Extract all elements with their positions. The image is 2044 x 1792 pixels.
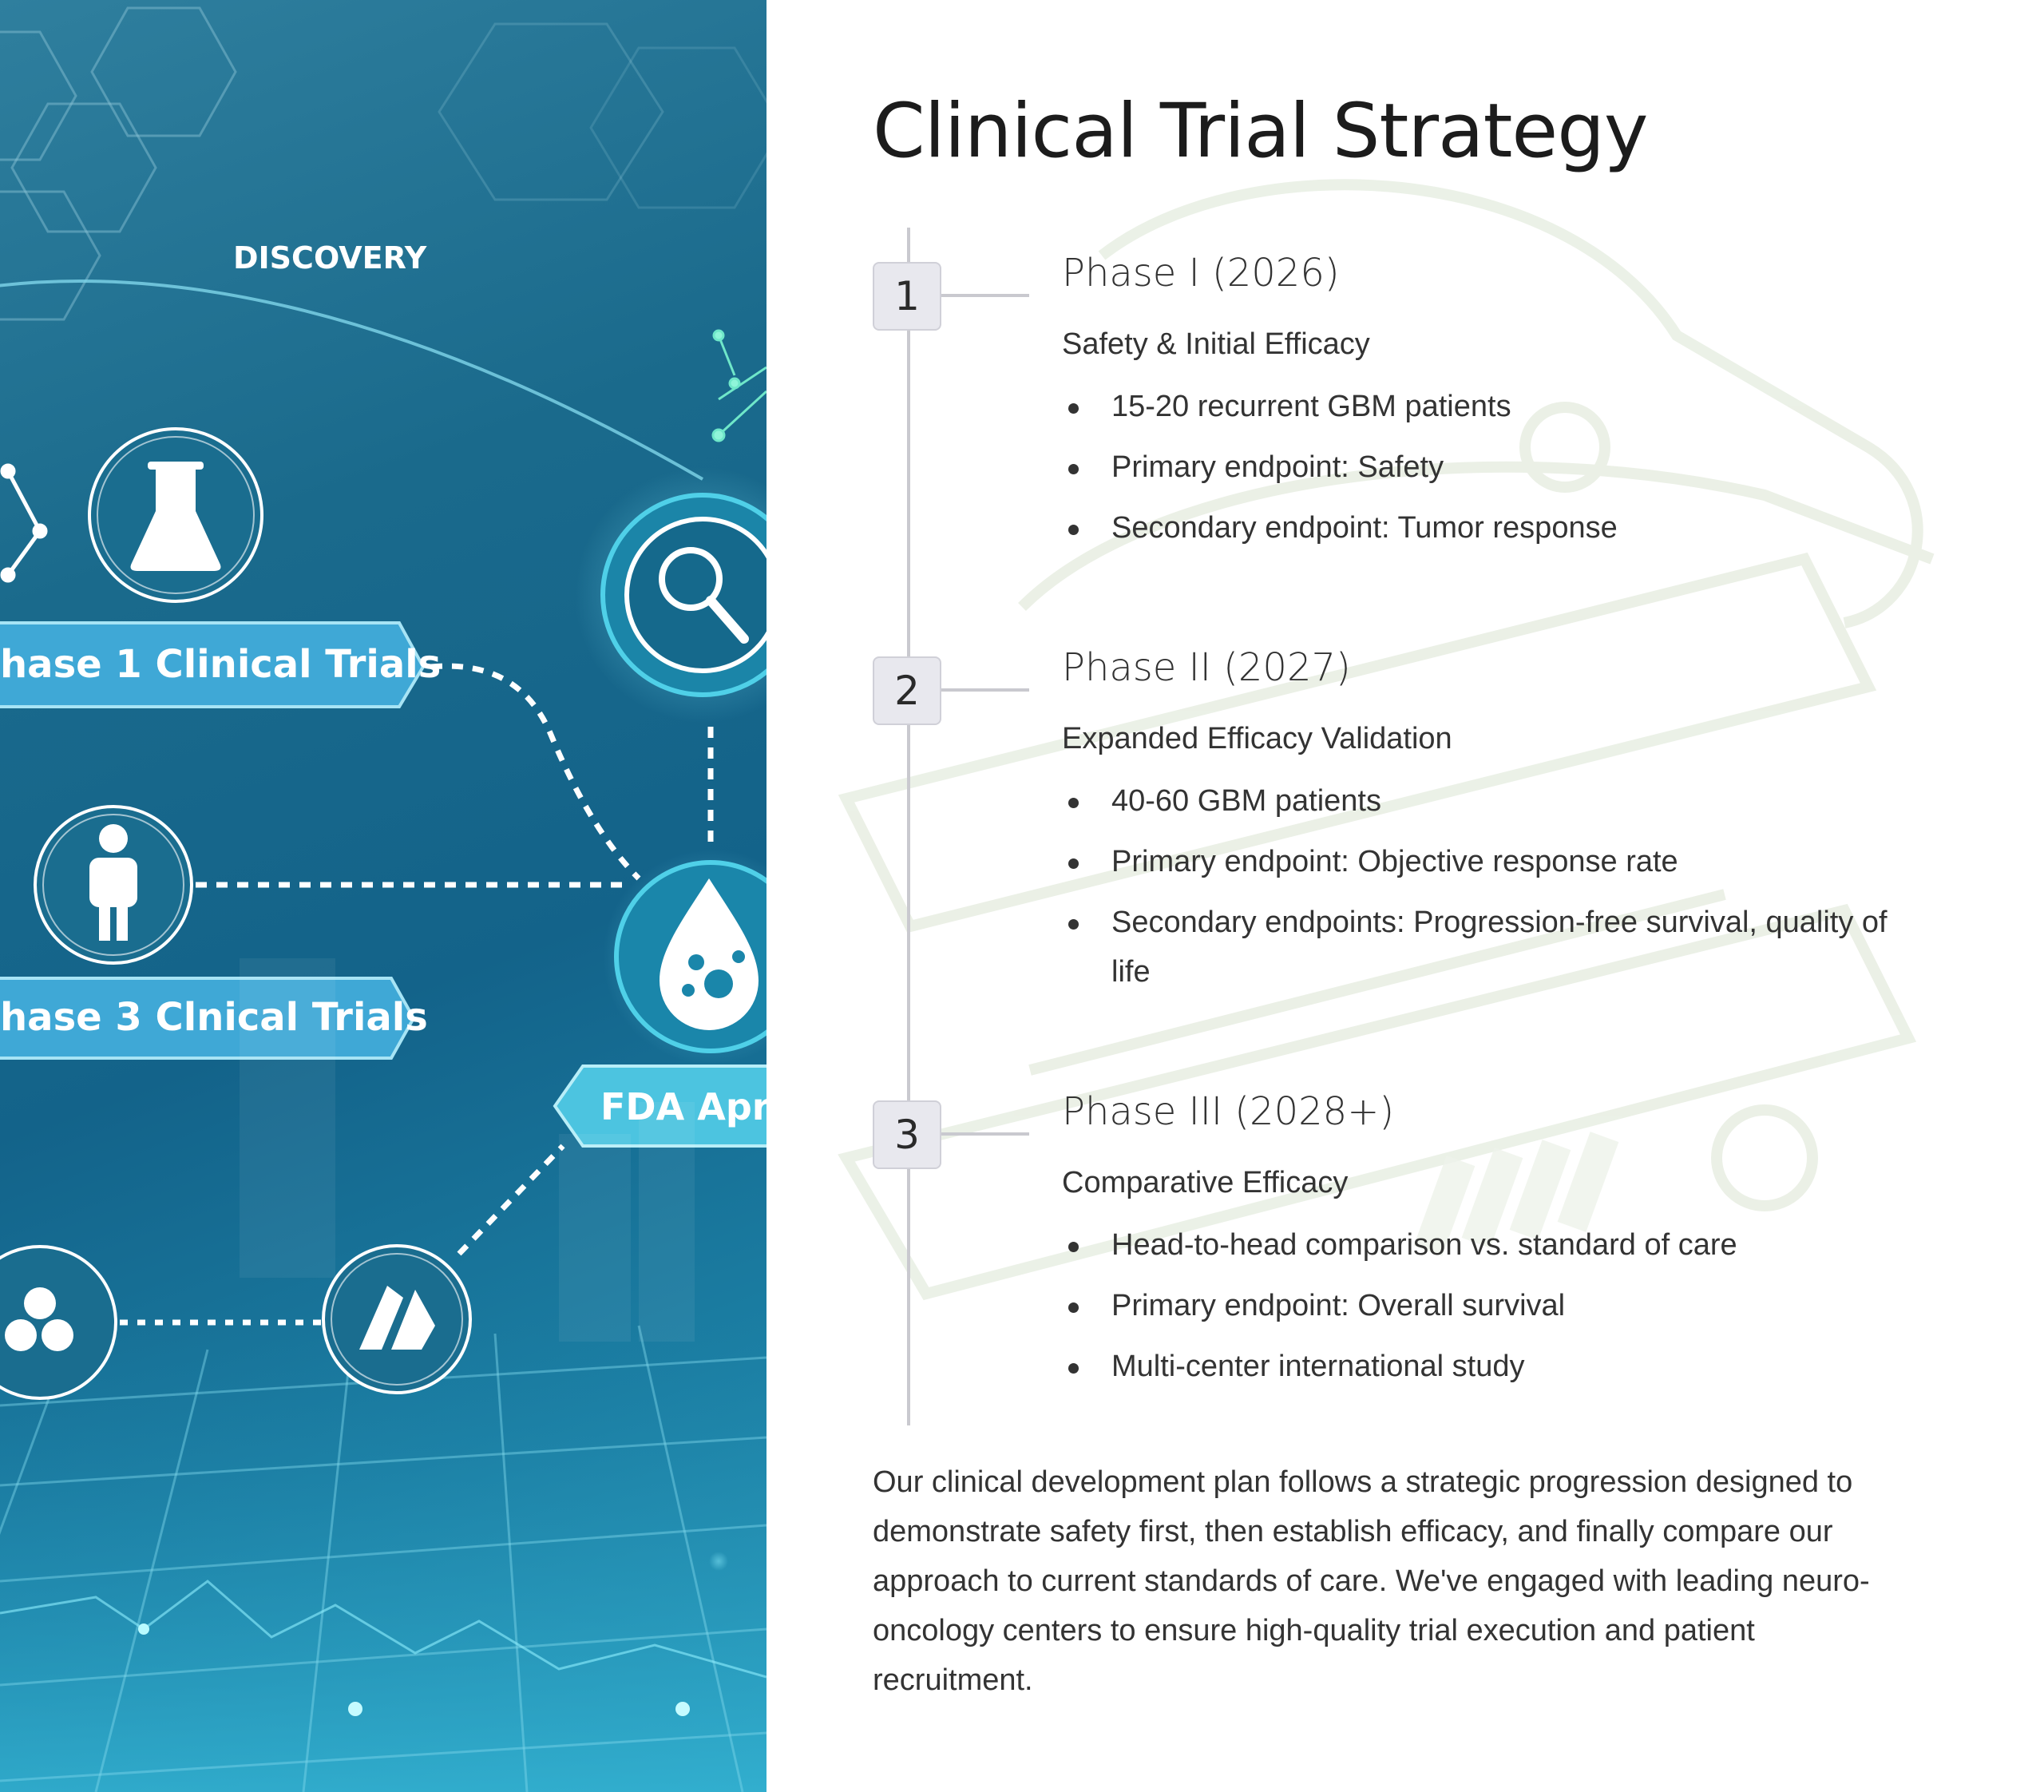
- phase-3-subtitle: Comparative Efficacy: [1062, 1166, 1349, 1199]
- content-panel: Clinical Trial Strategy 1 Phase I (2026)…: [766, 0, 2044, 1792]
- phase-1-subtitle: Safety & Initial Efficacy: [1062, 327, 1370, 361]
- list-item: 40-60 GBM patients: [1062, 776, 1908, 826]
- phase3-banner-label: hase 3 Clnical Trials: [0, 995, 428, 1040]
- list-item: Secondary endpoint: Tumor response: [1062, 503, 1908, 553]
- list-item: 15-20 recurrent GBM patients: [1062, 382, 1908, 431]
- molecules-cluster-icon: [0, 1245, 117, 1400]
- phase-1-title: Phase I (2026): [1062, 251, 1340, 295]
- phase-2-connector: [941, 688, 1029, 692]
- flask-icon: [88, 427, 263, 603]
- clinical-trials-illustration: DISCOVERY: [0, 0, 766, 1792]
- list-item: Primary endpoint: Safety: [1062, 442, 1908, 492]
- list-item: Primary endpoint: Objective response rat…: [1062, 837, 1908, 886]
- phase-3-title: Phase III (2028+): [1062, 1089, 1395, 1134]
- device-watermark-graphic: [838, 179, 1935, 1301]
- list-item: Secondary endpoints: Progression-free su…: [1062, 898, 1908, 997]
- phase-2-bullet-list: 40-60 GBM patients Primary endpoint: Obj…: [1062, 776, 1908, 1008]
- patient-person-icon: [34, 805, 193, 965]
- fda-banner-label: FDA Apr: [600, 1085, 766, 1128]
- phase-2-subtitle: Expanded Efficacy Validation: [1062, 722, 1452, 755]
- approval-logo-icon: [322, 1244, 472, 1394]
- molecule-icon: [0, 463, 48, 583]
- phase-3-bullet-list: Head-to-head comparison vs. standard of …: [1062, 1220, 1908, 1402]
- phase-2-number-badge: 2: [873, 656, 941, 725]
- waveform-line: [0, 1580, 766, 1679]
- phase-1-number-badge: 1: [873, 262, 941, 331]
- illustration-graphic: DISCOVERY: [0, 6, 766, 1792]
- list-item: Primary endpoint: Overall survival: [1062, 1281, 1908, 1330]
- phase-3-connector: [941, 1132, 1029, 1136]
- phase-2-title: Phase II (2027): [1062, 645, 1351, 690]
- timeline-line: [907, 228, 910, 1425]
- floor-grid: [0, 1325, 766, 1792]
- list-item: Head-to-head comparison vs. standard of …: [1062, 1220, 1908, 1270]
- fda-banner: FDA Apr: [553, 1064, 766, 1148]
- summary-paragraph: Our clinical development plan follows a …: [873, 1465, 1870, 1697]
- network-decoration: [711, 329, 766, 442]
- background-buildings: [240, 958, 695, 1342]
- phase3-banner: hase 3 Clnical Trials: [0, 977, 428, 1060]
- phase-1-bullet-list: 15-20 recurrent GBM patients Primary end…: [1062, 382, 1908, 564]
- drop-icon: [603, 849, 766, 1064]
- phase-3-number-badge: 3: [873, 1100, 941, 1169]
- search-magnifier-icon: [575, 467, 766, 723]
- list-item: Multi-center international study: [1062, 1342, 1908, 1391]
- phase-1-connector: [941, 294, 1029, 297]
- discovery-label: DISCOVERY: [233, 240, 427, 276]
- phase1-banner-label: hase 1 Clinical Trials: [0, 642, 441, 687]
- phase1-banner: hase 1 Clinical Trials: [0, 621, 441, 708]
- page-title: Clinical Trial Strategy: [873, 88, 1649, 175]
- hexagon-pattern: [0, 6, 766, 321]
- dashed-connectors: [120, 663, 714, 1326]
